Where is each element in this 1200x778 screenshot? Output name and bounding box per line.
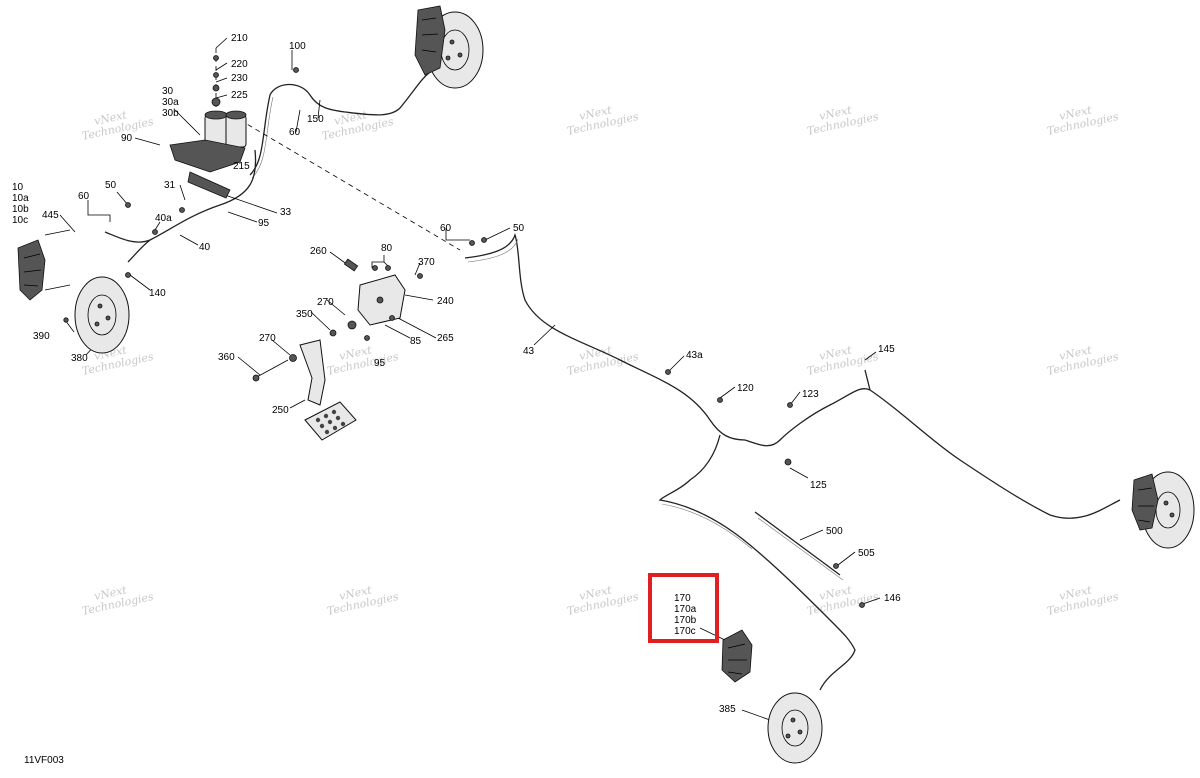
- watermark: vNext Technologies: [566, 343, 640, 378]
- label-100: 100: [289, 41, 306, 52]
- label-90: 90: [121, 133, 133, 144]
- label-33: 33: [280, 207, 292, 218]
- label-270-lower: 270: [259, 333, 276, 344]
- watermark: vNext Technologies: [566, 583, 640, 618]
- label-120: 120: [737, 383, 754, 394]
- watermark: vNext Technologies: [81, 583, 155, 618]
- label-95: 95: [258, 218, 270, 229]
- label-43: 43: [523, 346, 535, 357]
- label-260: 260: [310, 246, 327, 257]
- front-right-brake-caliper: [414, 5, 446, 76]
- label-60-upper: 60: [289, 127, 301, 138]
- label-170: 170: [674, 593, 691, 604]
- rear-left-brake-caliper: [721, 629, 753, 683]
- label-220: 220: [231, 59, 248, 70]
- label-230: 230: [231, 73, 248, 84]
- label-31: 31: [164, 180, 176, 191]
- label-123: 123: [802, 389, 819, 400]
- label-60-center: 60: [440, 223, 452, 234]
- label-150: 150: [307, 114, 324, 125]
- label-95-pedal: 95: [374, 358, 386, 369]
- label-505: 505: [858, 548, 875, 559]
- label-50-left: 50: [105, 180, 117, 191]
- label-240: 240: [437, 296, 454, 307]
- label-445: 445: [42, 210, 59, 221]
- label-250: 250: [272, 405, 289, 416]
- front-left-brake-disc: [63, 276, 130, 354]
- label-10a: 10a: [12, 193, 29, 204]
- label-380: 380: [71, 353, 88, 364]
- label-265: 265: [437, 333, 454, 344]
- pedal-pad-holes: [315, 409, 346, 435]
- label-370: 370: [418, 257, 435, 268]
- watermark: vNext Technologies: [806, 583, 880, 618]
- watermark: vNext Technologies: [566, 103, 640, 138]
- diagram-id: 11VF003: [24, 755, 64, 766]
- label-170a: 170a: [674, 604, 697, 615]
- label-146: 146: [884, 593, 901, 604]
- label-170b: 170b: [674, 615, 697, 626]
- watermark: vNext Technologies: [806, 343, 880, 378]
- label-360: 360: [218, 352, 235, 363]
- highlight-box: [648, 573, 719, 643]
- label-500: 500: [826, 526, 843, 537]
- label-225: 225: [231, 90, 248, 101]
- watermark: vNext Technologies: [1046, 103, 1120, 138]
- rear-left-brake-disc: [767, 692, 823, 764]
- label-60-left: 60: [78, 191, 90, 202]
- label-85: 85: [410, 336, 422, 347]
- watermark: vNext Technologies: [1046, 343, 1120, 378]
- label-40: 40: [199, 242, 211, 253]
- watermark: vNext Technologies: [806, 103, 880, 138]
- callout-labels: 210 220 230 225 30 30a 30b 90 215 31 33 …: [12, 33, 901, 715]
- label-270-upper: 270: [317, 297, 334, 308]
- line-clips: [125, 67, 865, 608]
- label-40a: 40a: [155, 213, 172, 224]
- leader-lines: [59, 37, 881, 721]
- label-145: 145: [878, 344, 895, 355]
- label-215: 215: [233, 161, 250, 172]
- label-30: 30: [162, 86, 174, 97]
- label-10b: 10b: [12, 204, 29, 215]
- label-43a: 43a: [686, 350, 703, 361]
- label-80: 80: [381, 243, 393, 254]
- label-30a: 30a: [162, 97, 179, 108]
- master-cylinder: [169, 55, 247, 199]
- label-10c: 10c: [12, 215, 28, 226]
- brake-pedal: [252, 339, 357, 441]
- label-50-center: 50: [513, 223, 525, 234]
- label-140: 140: [149, 288, 166, 299]
- label-385: 385: [719, 704, 736, 715]
- watermark: vNext Technologies: [1046, 583, 1120, 618]
- brake-pedal-bracket: [329, 258, 406, 341]
- label-10: 10: [12, 182, 24, 193]
- label-390: 390: [33, 331, 50, 342]
- rear-right-brake-caliper: [1131, 473, 1159, 531]
- label-30b: 30b: [162, 108, 179, 119]
- label-350: 350: [296, 309, 313, 320]
- label-125: 125: [810, 480, 827, 491]
- highlighted-callout-170[interactable]: 170 170a 170b 170c: [648, 573, 719, 643]
- label-210: 210: [231, 33, 248, 44]
- watermark: vNext Technologies: [326, 343, 400, 378]
- front-left-brake-caliper: [17, 229, 71, 301]
- watermark: vNext Technologies: [326, 583, 400, 618]
- label-170c: 170c: [674, 626, 696, 637]
- watermark: vNext Technologies: [81, 108, 155, 143]
- brake-lines: [104, 71, 1121, 691]
